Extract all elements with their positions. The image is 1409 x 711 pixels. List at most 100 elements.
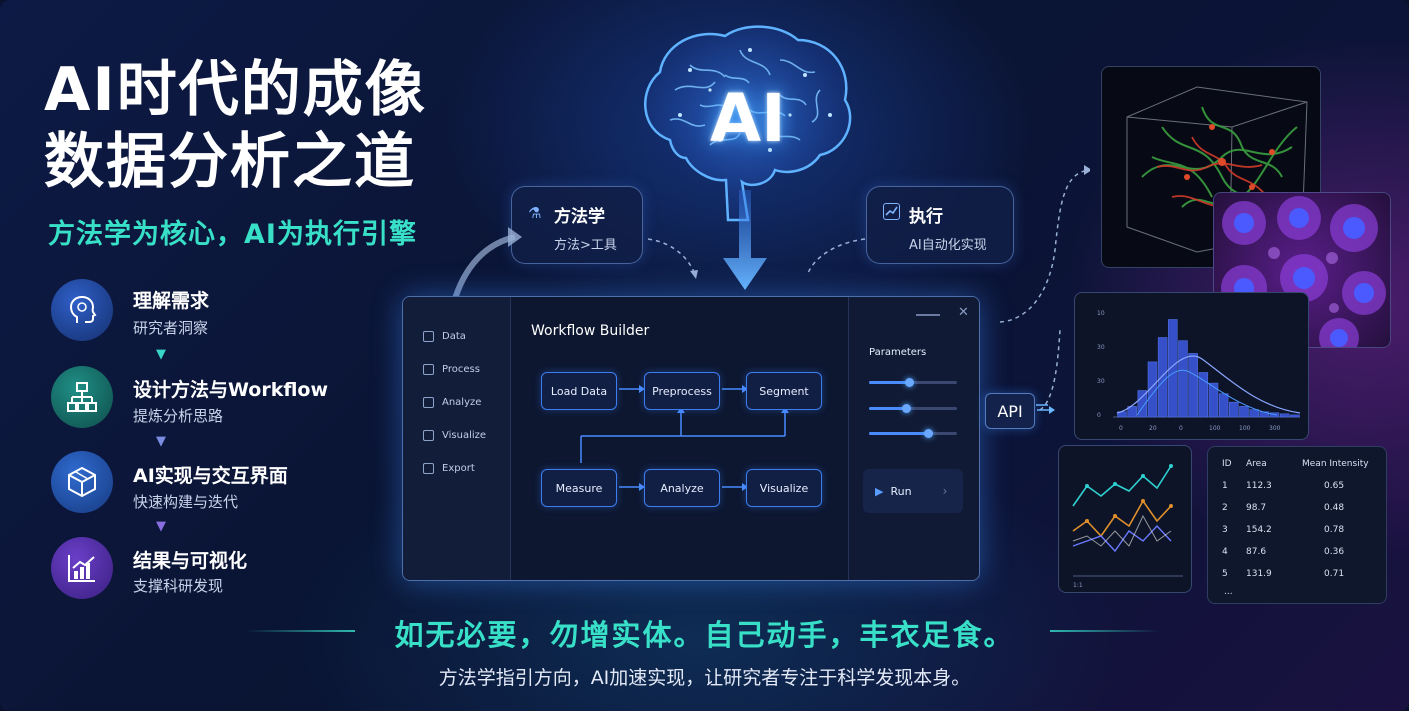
table-header-area: Area: [1246, 459, 1267, 469]
table-row: 4 87.6 0.36: [1216, 541, 1382, 563]
down-arrow-icon: ▼: [156, 434, 166, 449]
run-button[interactable]: ▶ Run ›: [863, 469, 963, 513]
histogram-bar: [1198, 372, 1209, 418]
step-1-title: 理解需求: [133, 290, 210, 312]
histogram-x-tick: 0: [1119, 425, 1123, 432]
main-title-line1: AI时代的成像: [44, 55, 427, 125]
table-cell: 112.3: [1246, 481, 1272, 491]
step-4-sub: 支撑科研发现: [133, 577, 224, 595]
window-sidebar: Data Process Analyze Visualize Export: [403, 297, 511, 580]
cube-icon: [51, 451, 113, 513]
table-cell: 154.2: [1246, 525, 1272, 535]
node-analyze[interactable]: Analyze: [644, 469, 720, 507]
execute-sub: AI自动化实现: [909, 238, 987, 253]
flowchart-icon: [51, 366, 113, 428]
parameter-slider-2[interactable]: [869, 404, 957, 413]
histogram-bar: [1178, 340, 1188, 418]
visualize-icon: [423, 430, 434, 441]
export-icon: [423, 463, 434, 474]
node-visualize[interactable]: Visualize: [746, 469, 822, 507]
histogram-bar: [1137, 390, 1148, 418]
motto: 如无必要，勿增实体。自己动手，丰衣足食。: [394, 618, 1015, 652]
sidebar-item-visualize[interactable]: Visualize: [423, 430, 486, 441]
execute-card: 执行 AI自动化实现: [866, 186, 1014, 264]
table-header-mean-intensity: Mean Intensity: [1302, 459, 1369, 469]
histogram-bar: [1218, 393, 1229, 418]
parameter-slider-1[interactable]: [869, 378, 957, 387]
down-arrow-icon: ▼: [156, 519, 166, 534]
histogram-x-tick: 300: [1269, 425, 1281, 432]
flask-icon: ⚗: [528, 204, 542, 222]
histogram-y-tick: 30: [1097, 378, 1105, 385]
table-ellipsis: ...: [1224, 587, 1233, 597]
table-cell: 0.36: [1324, 547, 1345, 557]
table-header-id: ID: [1222, 459, 1232, 469]
parameters-panel: ✕ Parameters ▶ Run ›: [848, 297, 979, 580]
sidebar-item-analyze[interactable]: Analyze: [423, 397, 481, 408]
step-4-title: 结果与可视化: [133, 550, 248, 572]
play-icon: ▶: [875, 484, 884, 498]
sidebar-item-process[interactable]: Process: [423, 364, 480, 375]
histogram-bar: [1249, 409, 1259, 418]
histogram-bar: [1147, 361, 1158, 418]
step-2-sub: 提炼分析思路: [133, 407, 224, 425]
footer-text: 方法学指引方向，AI加速实现，让研究者专注于科学发现本身。: [438, 667, 971, 689]
table-cell: 98.7: [1246, 503, 1267, 513]
run-label: Run: [890, 484, 912, 498]
table-cell: 4: [1222, 547, 1228, 557]
histogram-bar: [1127, 406, 1137, 418]
histogram-bar: [1229, 401, 1239, 418]
divider-right: [1050, 630, 1160, 632]
workflow-builder-window: Data Process Analyze Visualize Export Wo…: [402, 296, 980, 581]
arrow-right-icon: [1037, 406, 1055, 414]
table-cell: 0.71: [1324, 569, 1345, 579]
parameter-slider-3[interactable]: [869, 429, 957, 438]
methodology-card: ⚗ 方法学 方法>工具: [511, 186, 643, 264]
minimize-icon[interactable]: [916, 314, 940, 316]
sidebar-item-label: Analyze: [442, 397, 482, 408]
table-cell: 0.65: [1324, 481, 1345, 491]
process-icon: [423, 364, 434, 375]
bar-chart-icon: [51, 537, 113, 599]
step-2-title: 设计方法与Workflow: [133, 379, 329, 401]
sidebar-item-export[interactable]: Export: [423, 463, 475, 474]
histogram-x-tick: 0: [1179, 425, 1183, 432]
node-load-data[interactable]: Load Data: [541, 372, 617, 410]
workflow-title: Workflow Builder: [531, 323, 650, 339]
node-preprocess[interactable]: Preprocess: [644, 372, 720, 410]
table-cell: 87.6: [1246, 547, 1267, 557]
sidebar-item-data[interactable]: Data: [423, 331, 466, 342]
sidebar-item-label: Visualize: [442, 430, 487, 441]
histogram-x-tick: 100: [1209, 425, 1221, 432]
workflow-edges: [580, 385, 789, 491]
histogram-x-tick: 100: [1239, 425, 1251, 432]
histogram-fit-curve: [1116, 355, 1301, 414]
node-segment[interactable]: Segment: [746, 372, 822, 410]
histogram-x-tick: 20: [1149, 425, 1157, 432]
table-cell: 3: [1222, 525, 1228, 535]
subtitle: 方法学为核心，AI为执行引擎: [48, 219, 417, 250]
table-cell: 5: [1222, 569, 1228, 579]
line-chart-panel: 1:1: [1058, 445, 1192, 593]
node-measure[interactable]: Measure: [541, 469, 617, 507]
methodology-sub: 方法>工具: [554, 238, 617, 253]
histogram-bar: [1239, 406, 1249, 418]
down-arrow-icon: [723, 190, 767, 290]
api-badge[interactable]: API: [985, 393, 1035, 429]
histogram-bar: [1290, 414, 1300, 418]
analyze-icon: [423, 397, 434, 408]
step-3-sub: 快速构建与迭代: [133, 493, 239, 511]
histogram-bar: [1188, 353, 1198, 418]
close-icon[interactable]: ✕: [958, 305, 969, 320]
main-title: AI时代的成像 数据分析之道: [44, 54, 427, 198]
divider-left: [245, 630, 355, 632]
table-row: 3 154.2 0.78: [1216, 519, 1382, 541]
table-cell: 0.78: [1324, 525, 1345, 535]
step-3-title: AI实现与交互界面: [133, 465, 288, 487]
histogram-y-tick: 10: [1097, 310, 1105, 317]
step-1-sub: 研究者洞察: [133, 319, 209, 337]
